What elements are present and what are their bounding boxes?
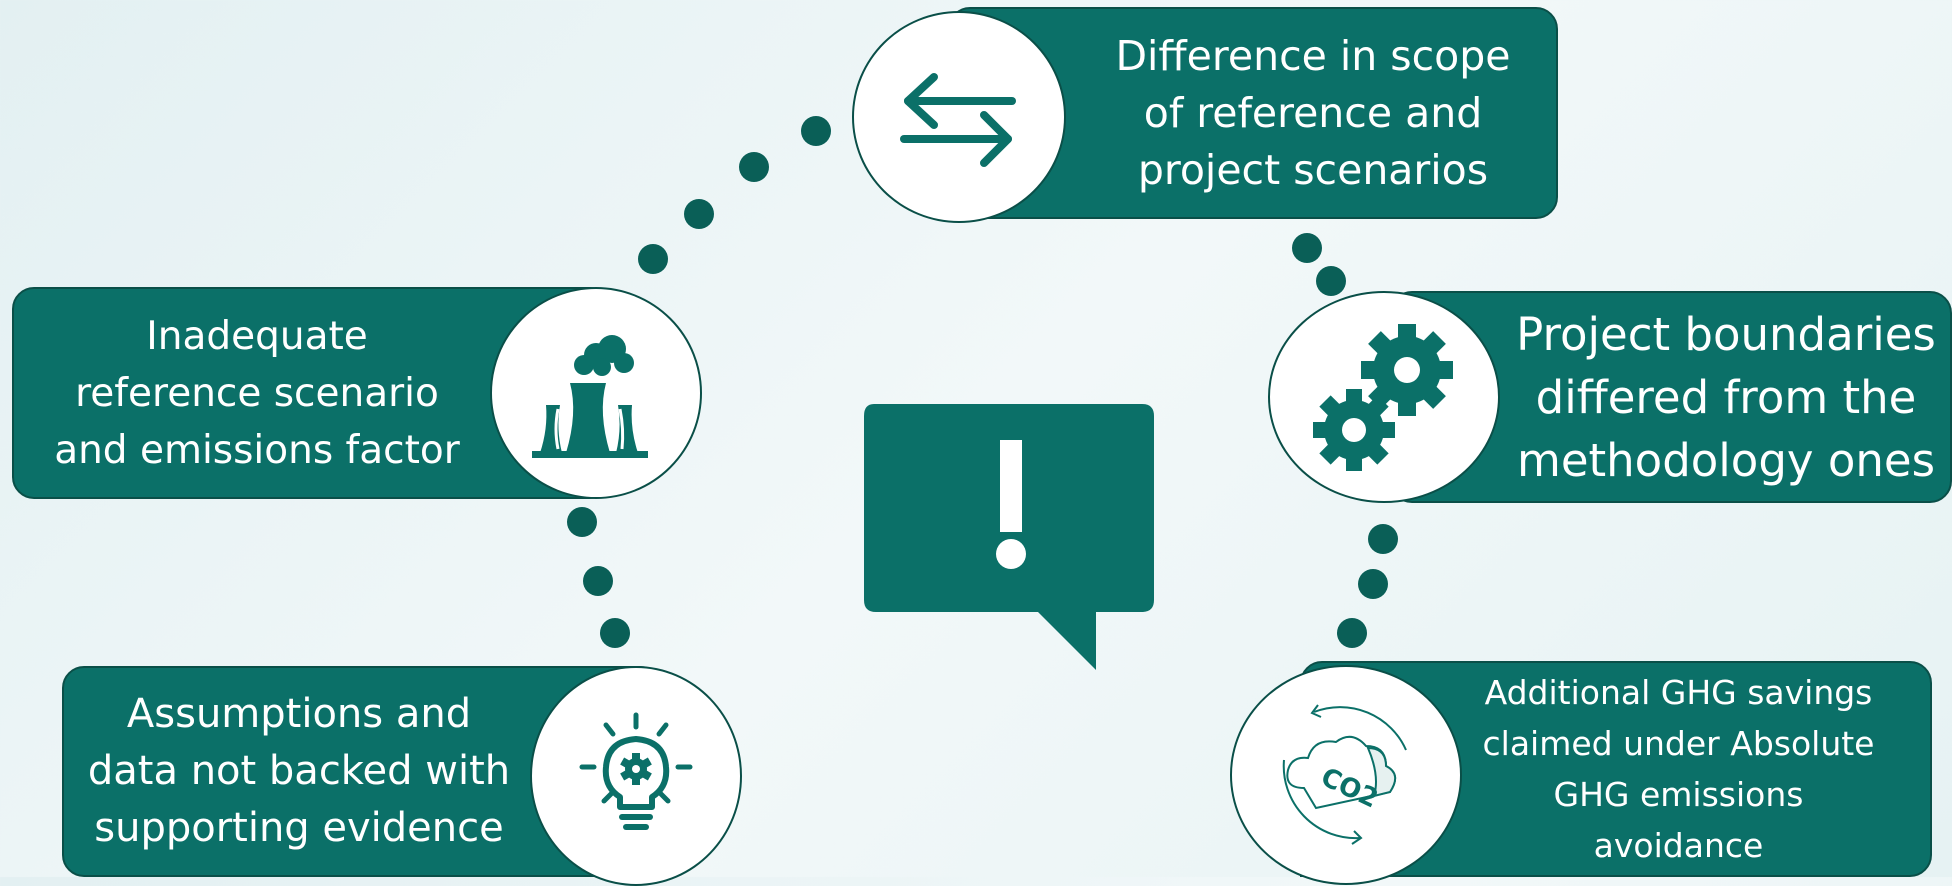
- connector-dot: [583, 566, 613, 596]
- exclamation-speech-bubble-icon: [864, 404, 1154, 670]
- issue-label: Additional GHG savings claimed under Abs…: [1482, 673, 1875, 865]
- connector-dot: [1368, 524, 1398, 554]
- connector-dot: [567, 507, 597, 537]
- issue-label: Inadequate reference scenario and emissi…: [54, 313, 460, 473]
- issue-icon-circle: [852, 11, 1066, 223]
- connector-dot: [600, 618, 630, 648]
- arrows-exchange-icon: [900, 73, 1016, 167]
- connector-dot: [739, 152, 769, 182]
- connector-dot: [638, 244, 668, 274]
- connector-dot: [801, 116, 831, 146]
- issue-label: Difference in scope of reference and pro…: [1115, 31, 1511, 194]
- issue-icon-circle: [530, 666, 742, 886]
- power-plant-icon: [532, 335, 648, 458]
- lightbulb-gear-icon: [579, 712, 693, 830]
- connector-dot: [1358, 569, 1388, 599]
- issue-icon-circle: [1268, 291, 1500, 503]
- issue-card-additional-ghg-savings: Additional GHG savings claimed under Abs…: [1300, 661, 1932, 877]
- issue-card-inadequate-reference: Inadequate reference scenario and emissi…: [12, 287, 612, 499]
- issue-icon-circle: CO2: [1230, 665, 1462, 885]
- connector-dot: [684, 199, 714, 229]
- issue-card-scope-difference: Difference in scope of reference and pro…: [948, 7, 1558, 219]
- issue-label: Project boundaries differed from the met…: [1516, 307, 1936, 487]
- connector-dot: [1316, 266, 1346, 296]
- issue-label: Assumptions and data not backed with sup…: [87, 691, 511, 851]
- issue-icon-circle: [490, 287, 702, 499]
- issue-card-project-boundaries: Project boundaries differed from the met…: [1390, 291, 1952, 503]
- connector-dot: [1337, 618, 1367, 648]
- connector-dot: [1292, 233, 1322, 263]
- co2-cloud-icon: CO2: [1282, 704, 1407, 845]
- gears-icon: [1313, 324, 1453, 471]
